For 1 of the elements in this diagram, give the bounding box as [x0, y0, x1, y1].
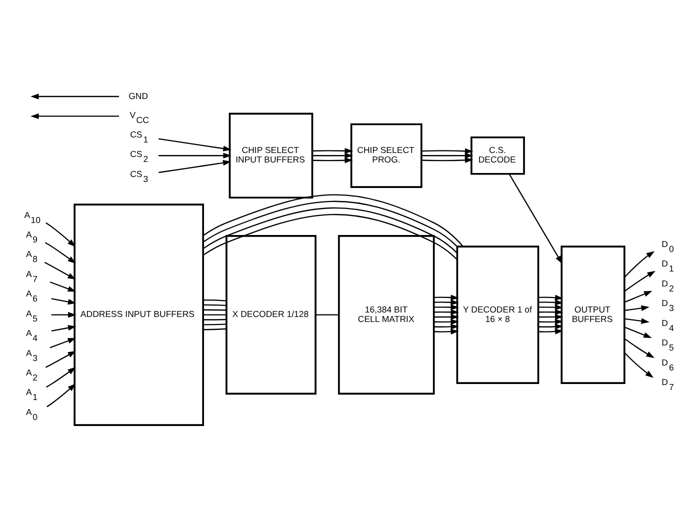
node-text: GND — [128, 90, 148, 100]
